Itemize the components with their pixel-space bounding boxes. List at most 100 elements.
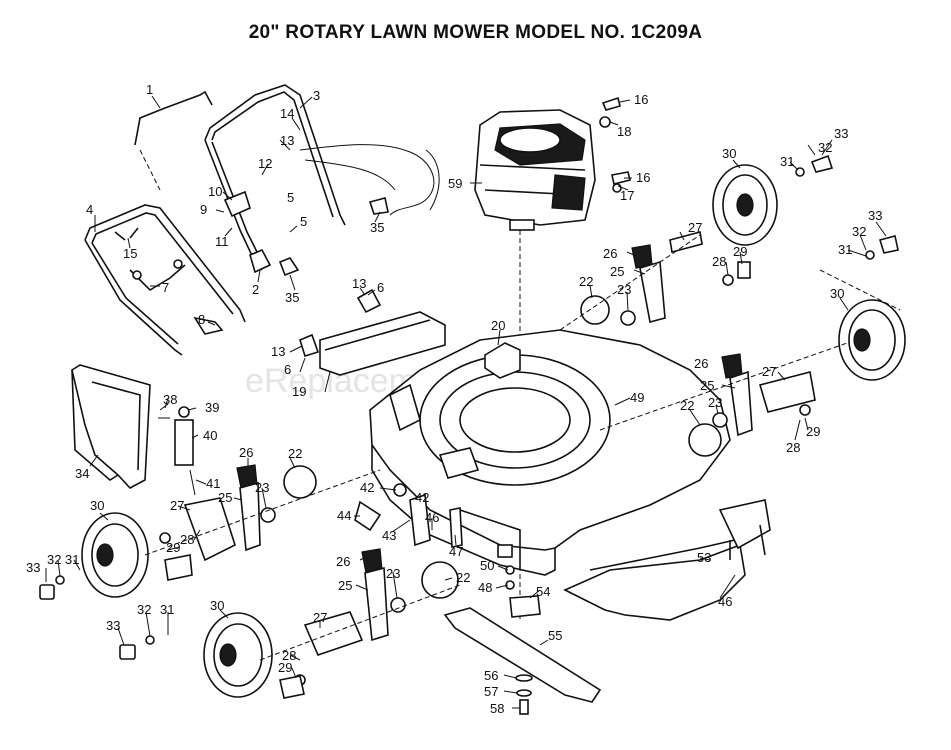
callout-16: 16 (634, 92, 648, 107)
callout-50: 50 (480, 558, 494, 573)
callout-22: 22 (680, 398, 694, 413)
callout-46: 46 (718, 594, 732, 609)
callout-20: 20 (491, 318, 505, 333)
callout-labels: 1 3 14 13 12 5 10 9 11 5 2 35 35 4 15 7 … (26, 82, 882, 716)
callout-26: 26 (239, 445, 253, 460)
engine (474, 109, 596, 620)
callout-23: 23 (386, 566, 400, 581)
callout-38: 38 (163, 392, 177, 407)
callout-55: 55 (548, 628, 562, 643)
callout-56: 56 (484, 668, 498, 683)
side-discharge-chute (563, 499, 771, 621)
callout-40: 40 (203, 428, 217, 443)
callout-6: 6 (284, 362, 291, 377)
callout-33: 33 (106, 618, 120, 633)
callout-22: 22 (579, 274, 593, 289)
callout-16: 16 (636, 170, 650, 185)
callout-29: 29 (733, 244, 747, 259)
callout-30: 30 (830, 286, 844, 301)
callout-30: 30 (210, 598, 224, 613)
rear-guard-bar (319, 311, 446, 376)
callout-35: 35 (370, 220, 384, 235)
callout-3: 3 (313, 88, 320, 103)
callout-18: 18 (617, 124, 631, 139)
bag-latch (158, 403, 196, 496)
callout-30: 30 (90, 498, 104, 513)
callout-42: 42 (360, 480, 374, 495)
callout-35: 35 (285, 290, 299, 305)
callout-1: 1 (146, 82, 153, 97)
callout-25: 25 (338, 578, 352, 593)
callout-7: 7 (162, 280, 169, 295)
callout-17: 17 (620, 188, 634, 203)
callout-13: 13 (271, 344, 285, 359)
callout-54: 54 (536, 584, 550, 599)
callout-26: 26 (694, 356, 708, 371)
callout-33: 33 (834, 126, 848, 141)
callout-32: 32 (47, 552, 61, 567)
height-adjuster-front-right (599, 341, 851, 457)
callout-31: 31 (838, 242, 852, 257)
callout-42: 42 (415, 490, 429, 505)
callout-53: 53 (697, 550, 711, 565)
height-adjuster-rear-left (144, 464, 381, 581)
handle-knobs (114, 190, 389, 357)
height-adjuster-front-left (259, 548, 461, 699)
callout-32: 32 (137, 602, 151, 617)
leader-lines (45, 95, 887, 709)
wheel-rear-left (81, 512, 149, 598)
callout-12: 12 (258, 156, 272, 171)
callout-8: 8 (198, 312, 205, 327)
callout-28: 28 (180, 532, 194, 547)
callout-19: 19 (292, 384, 306, 399)
lower-handle (84, 204, 246, 356)
height-adjuster-rear-right (559, 231, 751, 331)
callout-28: 28 (712, 254, 726, 269)
callout-48: 48 (478, 580, 492, 595)
callout-26: 26 (336, 554, 350, 569)
control-cable (299, 144, 440, 216)
wheel-rear-right (712, 164, 778, 246)
callout-6: 6 (377, 280, 384, 295)
upper-handle-bar (134, 90, 213, 191)
callout-43: 43 (382, 528, 396, 543)
callout-28: 28 (282, 648, 296, 663)
callout-47: 47 (449, 544, 463, 559)
callout-32: 32 (818, 140, 832, 155)
callout-13: 13 (280, 133, 294, 148)
callout-29: 29 (806, 424, 820, 439)
callout-26: 26 (603, 246, 617, 261)
callout-28: 28 (786, 440, 800, 455)
callout-31: 31 (160, 602, 174, 617)
misc-brackets (354, 483, 513, 558)
callout-14: 14 (280, 106, 294, 121)
callout-27: 27 (762, 364, 776, 379)
grass-bag-frame (71, 364, 151, 489)
callout-29: 29 (278, 660, 292, 675)
callout-30: 30 (722, 146, 736, 161)
callout-10: 10 (208, 184, 222, 199)
callout-4: 4 (86, 202, 93, 217)
callout-22: 22 (456, 570, 470, 585)
callout-58: 58 (490, 701, 504, 716)
diagram-title: 20" ROTARY LAWN MOWER MODEL NO. 1C209A (248, 22, 703, 43)
callout-32: 32 (852, 224, 866, 239)
callout-13: 13 (352, 276, 366, 291)
callout-29: 29 (166, 540, 180, 555)
callout-41: 41 (206, 476, 220, 491)
callout-39: 39 (205, 400, 219, 415)
engine-fasteners (599, 96, 631, 193)
callout-23: 23 (617, 282, 631, 297)
callout-59: 59 (448, 176, 462, 191)
callout-9: 9 (200, 202, 207, 217)
callout-5: 5 (287, 190, 294, 205)
callout-23: 23 (255, 480, 269, 495)
hub-caps (39, 154, 901, 660)
callout-33: 33 (26, 560, 40, 575)
callout-34: 34 (75, 466, 89, 481)
callout-44: 44 (337, 508, 351, 523)
callout-57: 57 (484, 684, 498, 699)
callout-46: 46 (425, 510, 439, 525)
wheel-front-left (203, 612, 273, 698)
callout-11: 11 (215, 234, 229, 249)
